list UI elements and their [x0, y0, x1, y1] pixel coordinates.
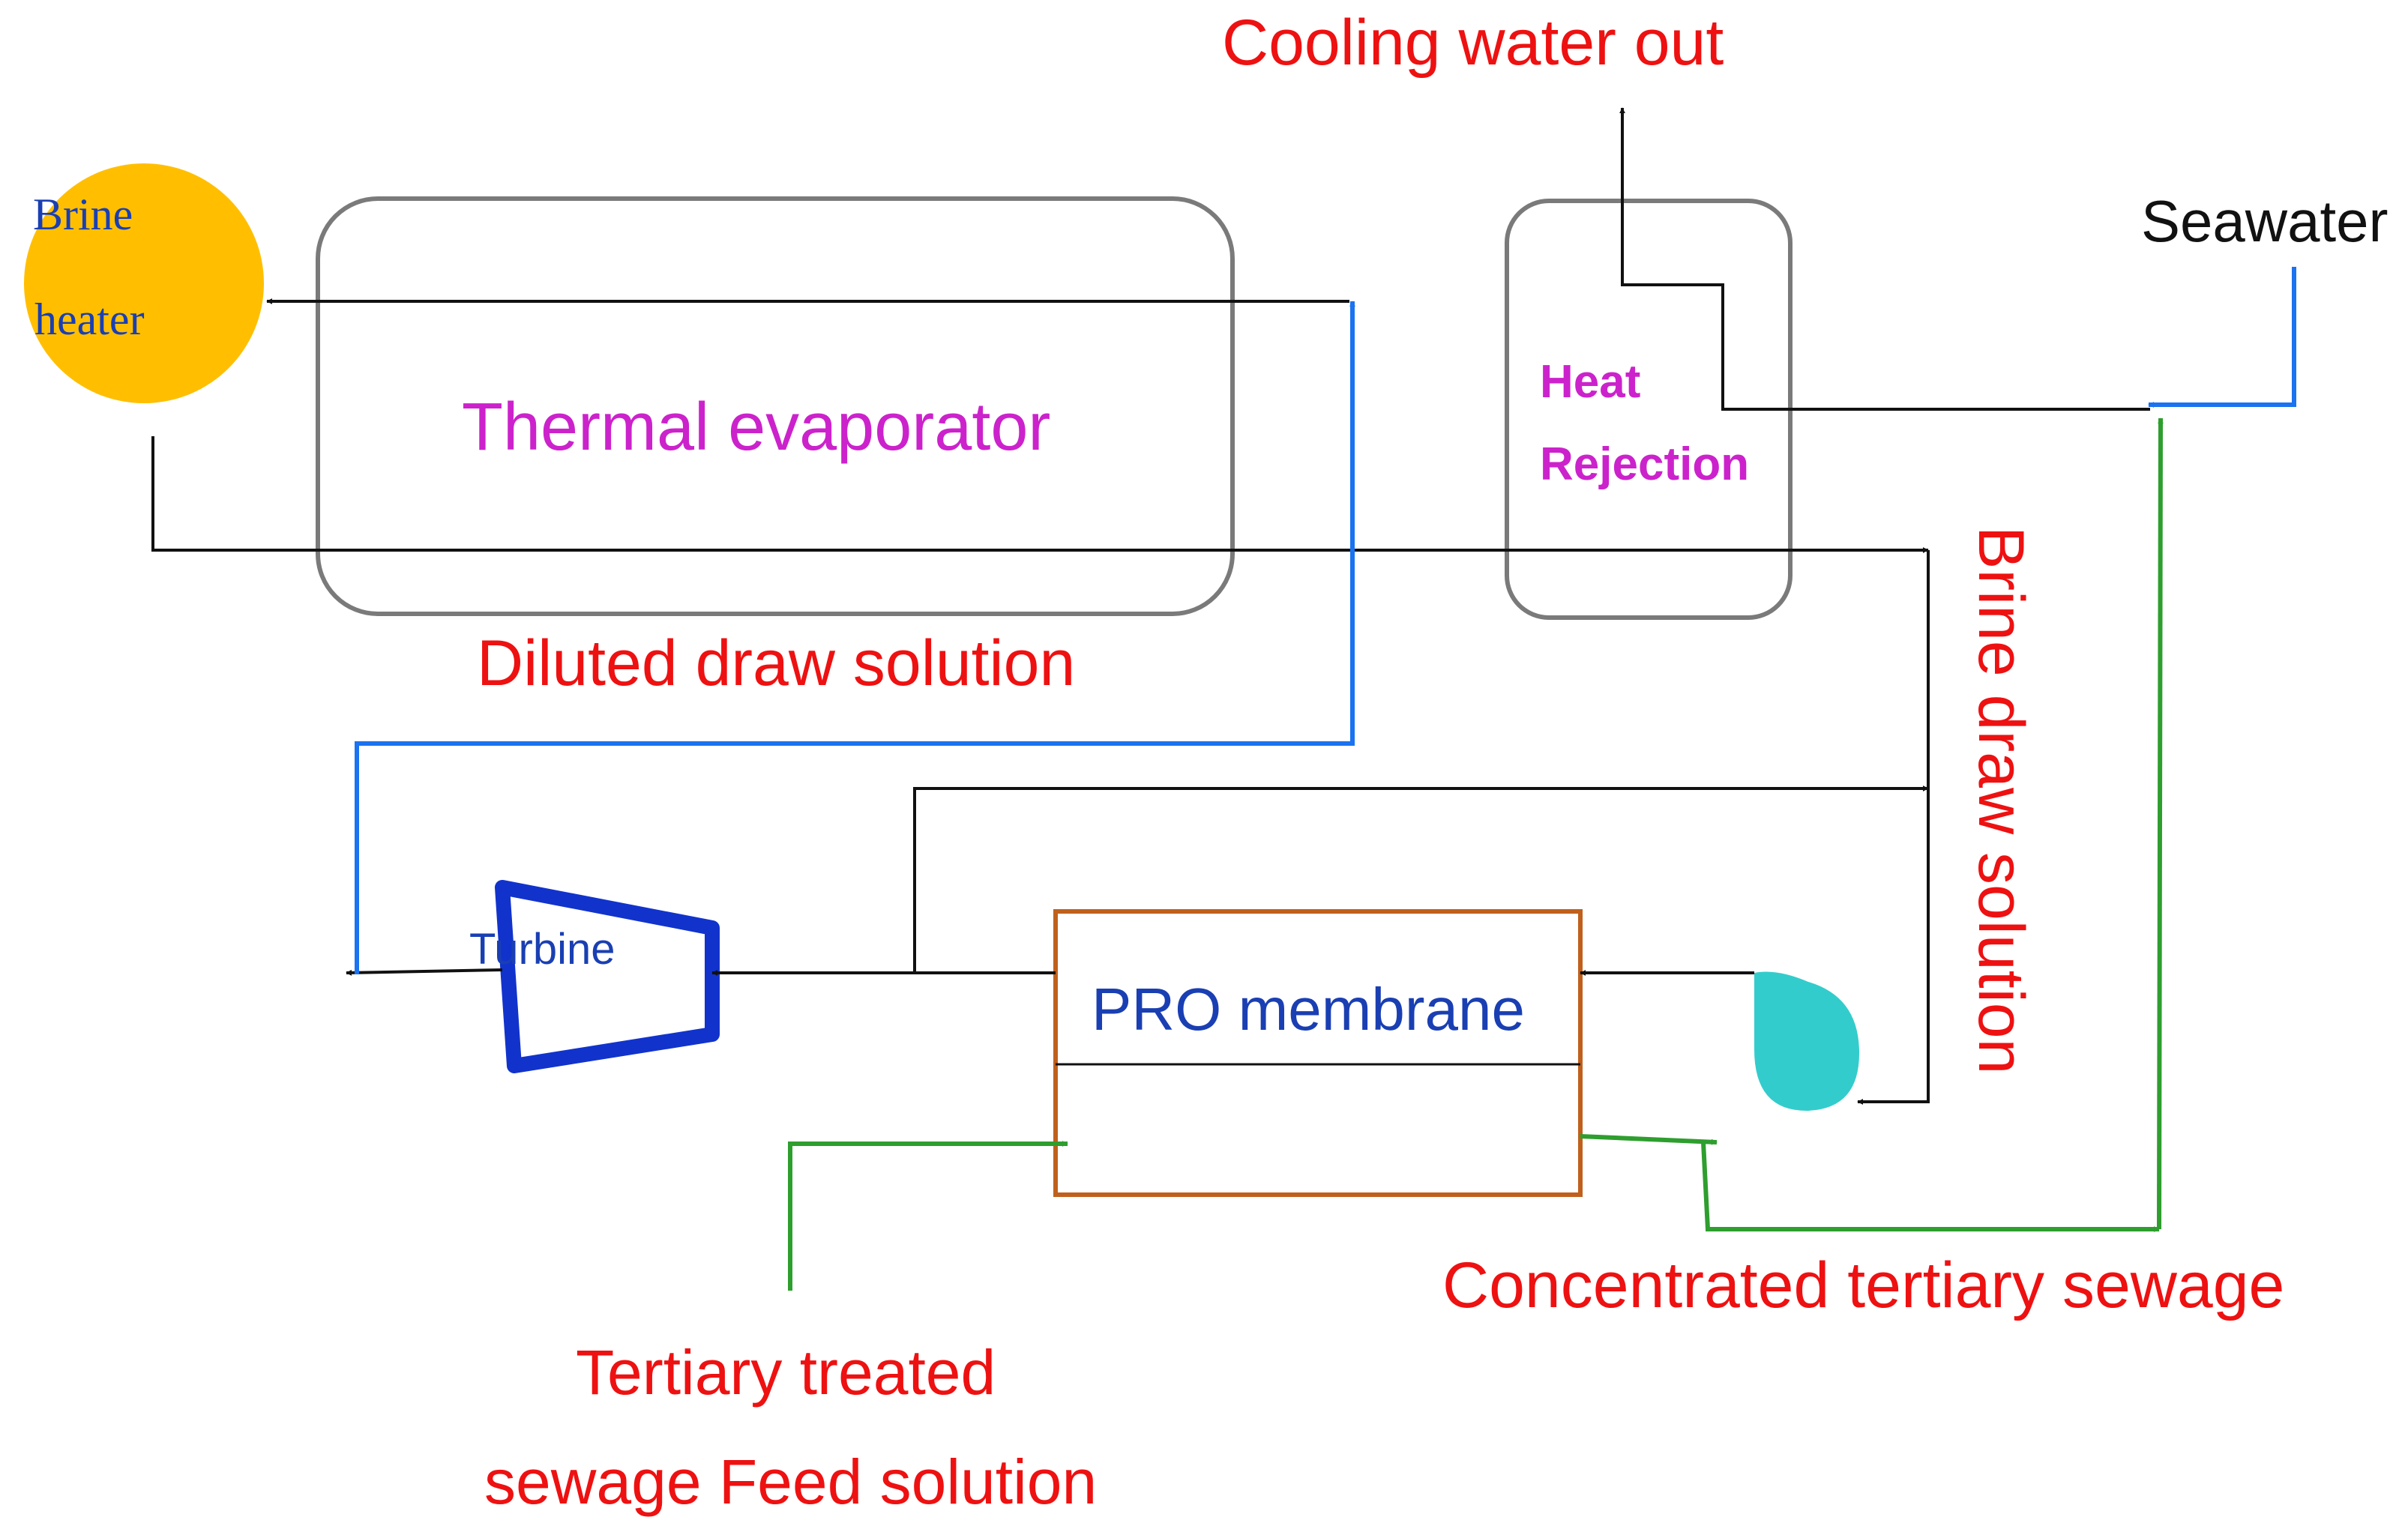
- feed-solution-label-line1: Tertiary treated: [576, 1337, 996, 1408]
- thermal-evaporator-label: Thermal evaporator: [462, 390, 1050, 465]
- turbine-outlet-line: [346, 968, 503, 976]
- concentrate-outlet-line: [1580, 1134, 1718, 1145]
- brine-heater-label-line2: heater: [34, 295, 145, 344]
- cooling-water-out-label: Cooling water out: [1222, 7, 1724, 79]
- heat-rejection-label-line1: Heat: [1540, 356, 1640, 408]
- concentrate-to-seawater-line: [2157, 417, 2164, 1230]
- feed-solution-inlet-line: [788, 1141, 1068, 1291]
- brine-draw-solution-label: Brine draw solution: [1965, 526, 2037, 1074]
- turbine: [495, 880, 720, 1073]
- pro-membrane-label: PRO membrane: [1092, 976, 1525, 1043]
- brine-heater: [24, 163, 264, 403]
- feed-solution-label-line2: sewage Feed solution: [484, 1447, 1097, 1517]
- brine-heater-label-line1: Brine: [33, 190, 133, 239]
- pump: [1754, 971, 1859, 1111]
- seawater-label: Seawater: [2141, 188, 2389, 254]
- seawater-inlet-line: [2148, 267, 2296, 408]
- thermal-evaporator-box: [316, 196, 1235, 616]
- turbine-label: Turbine: [469, 925, 615, 974]
- pro-membrane-box: [1053, 909, 1583, 1197]
- diluted-draw-solution-line: [355, 301, 1355, 974]
- bypass-line: [913, 785, 1929, 973]
- concentrated-tertiary-sewage-label: Concentrated tertiary sewage: [1442, 1249, 2284, 1321]
- brine-draw-return-line: [1857, 550, 1930, 1105]
- brine-heater-outlet-line: [151, 436, 1929, 553]
- diluted-draw-solution-label: Diluted draw solution: [477, 627, 1075, 699]
- concentrated-sewage-line: [1701, 1142, 2160, 1232]
- heat-rejection-label-line2: Rejection: [1540, 438, 1749, 490]
- cooling-water-out-line: [1619, 107, 2150, 411]
